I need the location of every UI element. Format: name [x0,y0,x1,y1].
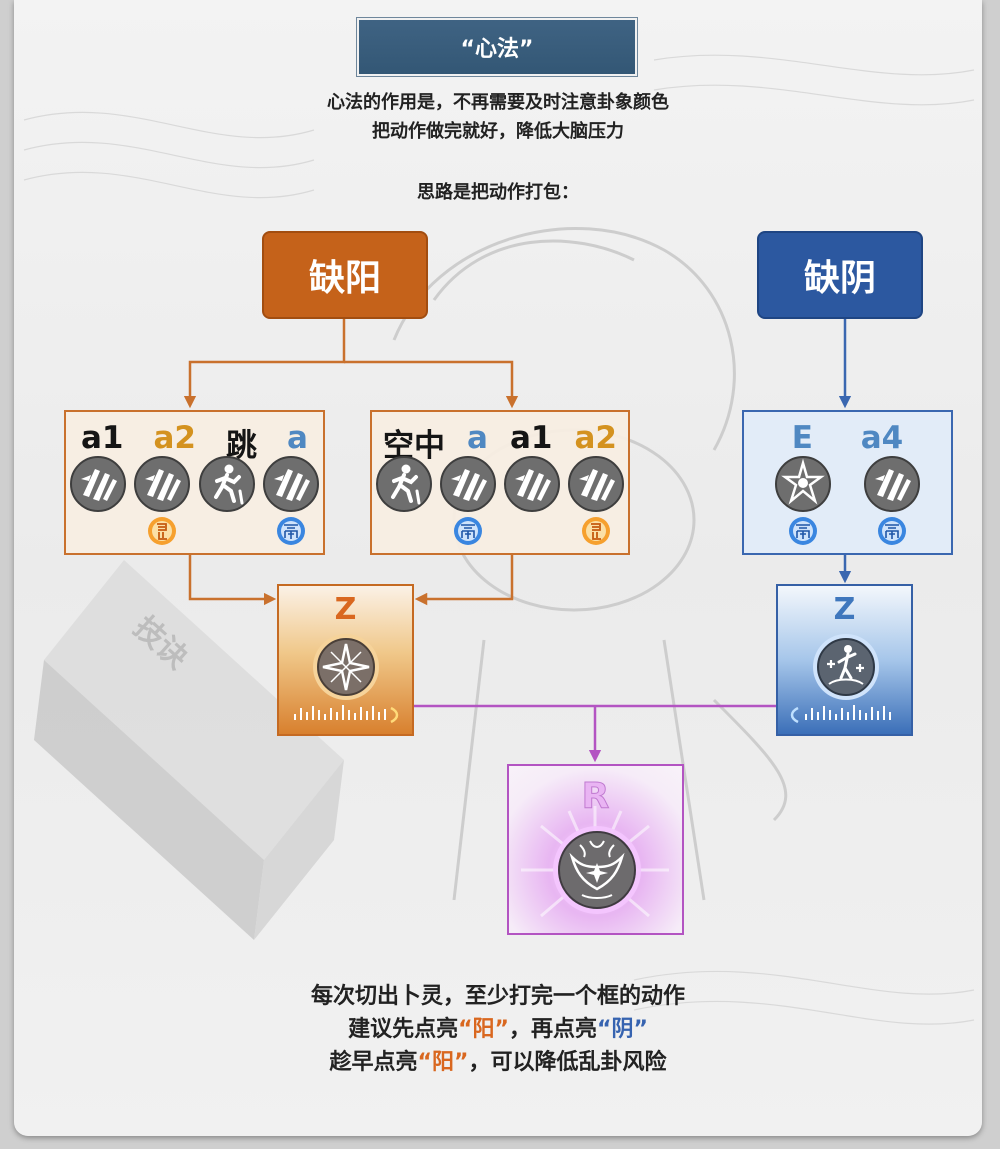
title-banner: “心法” [356,17,638,77]
yang-badge [581,516,611,546]
intro-line-1: 心法的作用是，不再需要及时注意卦象颜色 [327,92,669,113]
outro-line-2: 建议先点亮“阳”，再点亮“阴” [348,1017,648,1042]
box-lack-yang-label: 缺阳 [308,258,381,299]
combo-step [375,455,433,551]
elemental-skill-icon [775,455,832,513]
combo-label-left-0: a1 [81,420,124,456]
combo-step [774,455,832,551]
intro-line-2: 把动作做完就好，降低大脑压力 [372,121,624,142]
box-lack-yin: 缺阴 [757,231,923,319]
book-watermark: 技诀 [34,560,344,940]
flow-connectors [183,319,852,763]
combo-label-right-1: a4 [860,420,904,456]
background-illustration: 技诀 [23,54,975,1025]
intro-line-3: 思路是把动作打包： [417,182,579,203]
burst-label: R [581,776,610,818]
combo-step [197,455,256,551]
yin-badge [276,516,306,546]
highlight-yin: “阴” [597,1017,648,1042]
sound-wave-icon [294,705,399,724]
combo-label-left-3: a [287,420,308,456]
attack-icon [134,456,191,512]
guide-card: 技诀 “心法” 心法的作用是，不再需要及时注意卦象颜色 把动作做完就好，降低大脑… [14,0,982,1136]
charged-attack-icon [313,634,379,700]
burst-skill-icon [553,826,641,914]
jump-icon [375,455,433,513]
sound-wave-icon [790,705,891,724]
attack-icon [863,456,920,512]
charged-attack-yin-label: Z [833,592,856,627]
highlight-yang: “阳” [458,1017,509,1042]
combo-step [439,455,497,551]
combo-step [503,455,561,551]
combo-step [133,455,191,551]
outro-line-3: 趁早点亮“阳”，可以降低乱卦风险 [329,1050,667,1075]
combo-label-middle-3: a2 [574,420,617,456]
combo-step [69,455,127,551]
highlight-yang: “阳” [417,1050,469,1075]
arrow-mid-to-z [414,555,514,606]
combo-icons [66,455,323,551]
combo-icons [744,455,951,551]
combo-label-middle-1: a [467,420,488,456]
combo-label-right-0: E [791,420,813,456]
yang-badge [147,516,178,546]
charged-attack-yang-panel: Z [277,584,414,736]
combo-step [567,455,625,551]
box-lack-yang: 缺阳 [262,231,428,319]
combo-icons [372,455,628,551]
attack-icon [440,456,496,512]
combo-step [863,455,921,551]
combo-step [262,455,320,551]
arrow-yang-split [183,319,346,409]
charged-attack-yin-panel: Z [776,584,913,736]
burst-panel: R [507,764,684,935]
attack-icon [262,456,319,512]
jump-icon [197,455,256,513]
combo-label-left-1: a2 [153,420,197,456]
charged-attack-yang-label: Z [334,592,357,627]
attack-icon [504,456,560,512]
yin-badge [876,516,907,546]
heal-skill-icon [813,634,879,700]
outro-line-1: 每次切出卜灵，至少打完一个框的动作 [310,984,685,1009]
attack-icon [568,456,624,512]
page-title: “心法” [460,37,534,62]
yin-badge [788,516,819,546]
combo-label-middle-2: a1 [509,420,553,456]
attack-icon [70,456,127,512]
arrow-left-to-z [188,555,277,606]
box-lack-yin-label: 缺阴 [803,258,876,299]
yin-badge [453,516,483,546]
